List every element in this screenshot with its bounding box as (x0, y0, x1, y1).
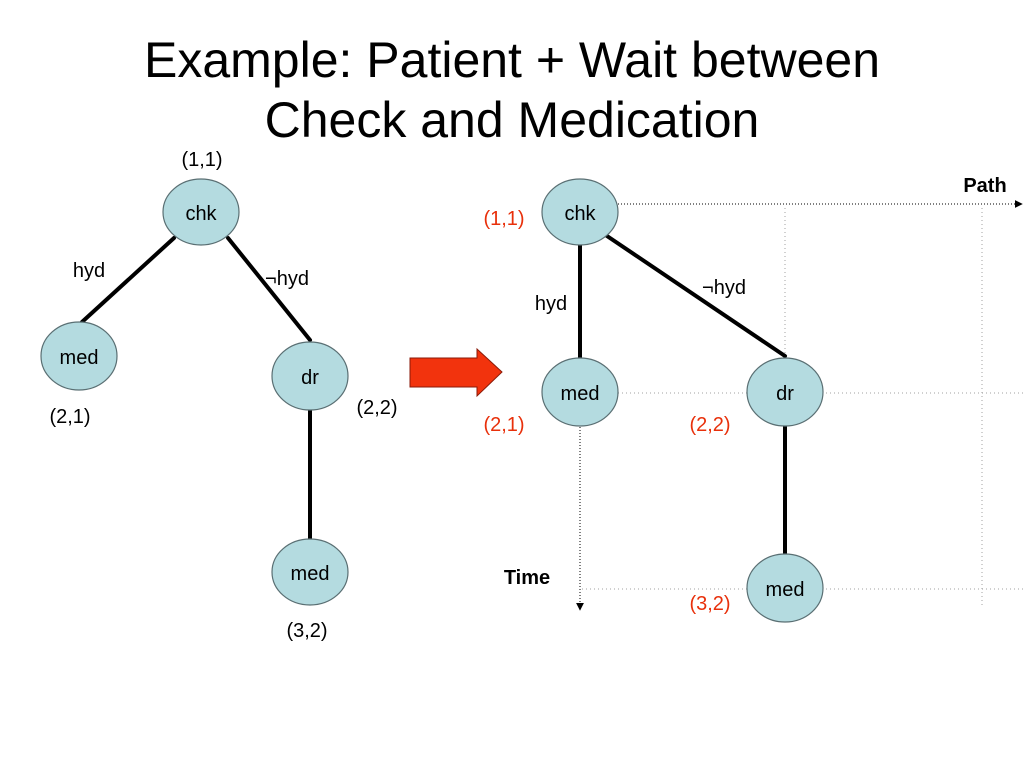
left-edge-chk-dr (226, 236, 312, 342)
right-node-med-1: med (541, 357, 619, 427)
node-label: med (291, 563, 330, 585)
left-coord-dr: (2,2) (356, 397, 397, 419)
left-edge-label-hyd: hyd (73, 260, 105, 282)
left-node-chk: chk (162, 178, 240, 246)
left-coord-chk: (1,1) (181, 149, 222, 171)
right-node-med-2: med (746, 553, 824, 623)
left-node-med-1: med (40, 321, 118, 391)
left-node-med-2: med (271, 538, 349, 606)
right-edge-chk-dr (605, 234, 787, 358)
right-coord-chk: (1,1) (483, 208, 524, 230)
right-node-dr: dr (746, 357, 824, 427)
node-label: med (60, 347, 99, 369)
node-label: chk (185, 203, 217, 225)
right-node-chk: chk (541, 178, 619, 246)
right-coord-med-2: (3,2) (689, 593, 730, 615)
right-edge-label-not-hyd: ¬hyd (702, 277, 746, 299)
right-edge-label-hyd: hyd (535, 293, 567, 315)
title-line-2: Check and Medication (264, 92, 760, 148)
slide-title: Example: Patient + Wait between Check an… (0, 30, 1024, 150)
transform-arrow-icon (409, 347, 503, 398)
node-label: chk (564, 203, 596, 225)
node-label: med (561, 383, 600, 405)
left-node-dr: dr (271, 341, 349, 411)
right-coord-dr: (2,2) (689, 414, 730, 436)
left-edge-label-not-hyd: ¬hyd (265, 268, 309, 290)
right-tree-edges (578, 234, 787, 555)
node-label: dr (301, 367, 319, 389)
node-label: dr (776, 383, 794, 405)
left-edge-chk-med (80, 236, 176, 324)
left-tree-edges (80, 236, 312, 542)
path-axis-label: Path (963, 175, 1006, 197)
left-coord-med-1: (2,1) (49, 406, 90, 428)
title-line-1: Example: Patient + Wait between (143, 32, 881, 88)
time-axis-label: Time (504, 567, 550, 589)
node-label: med (766, 579, 805, 601)
left-coord-med-2: (3,2) (286, 620, 327, 642)
right-coord-med-1: (2,1) (483, 414, 524, 436)
